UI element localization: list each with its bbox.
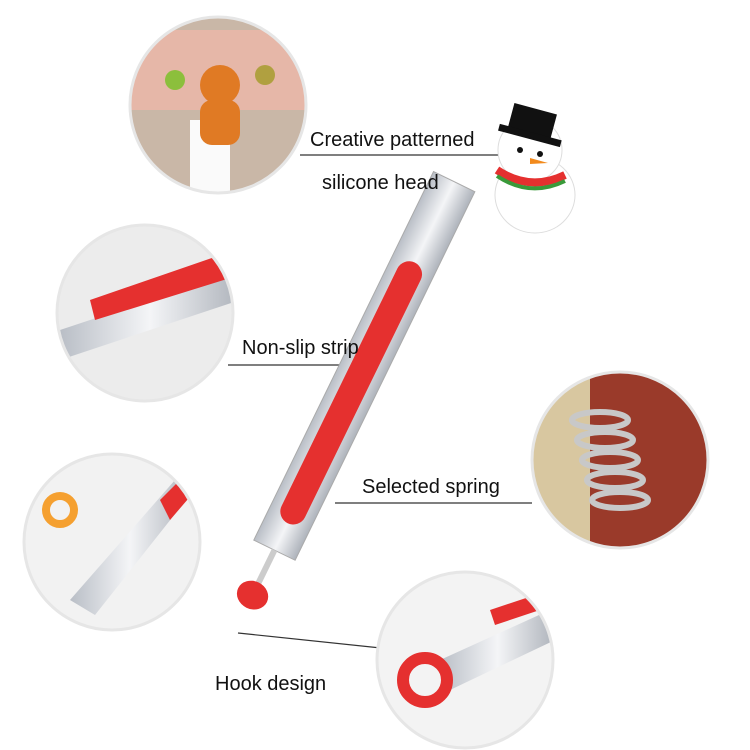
snowman-head <box>494 103 576 234</box>
label-non-slip-strip: Non-slip strip <box>242 337 359 359</box>
tongs <box>236 170 476 610</box>
detail-circle-hook <box>375 570 555 750</box>
detail-circle-spring <box>530 370 710 550</box>
label-head-line1: Creative patterned <box>310 129 475 151</box>
label-selected-spring: Selected spring <box>362 476 500 498</box>
detail-circle-non-slip-strip <box>55 223 235 403</box>
label-head-line2: silicone head <box>322 172 439 194</box>
detail-circle-tong-tip <box>22 452 202 632</box>
detail-circle-silicone-head <box>128 15 308 195</box>
label-hook-design: Hook design <box>215 673 327 695</box>
